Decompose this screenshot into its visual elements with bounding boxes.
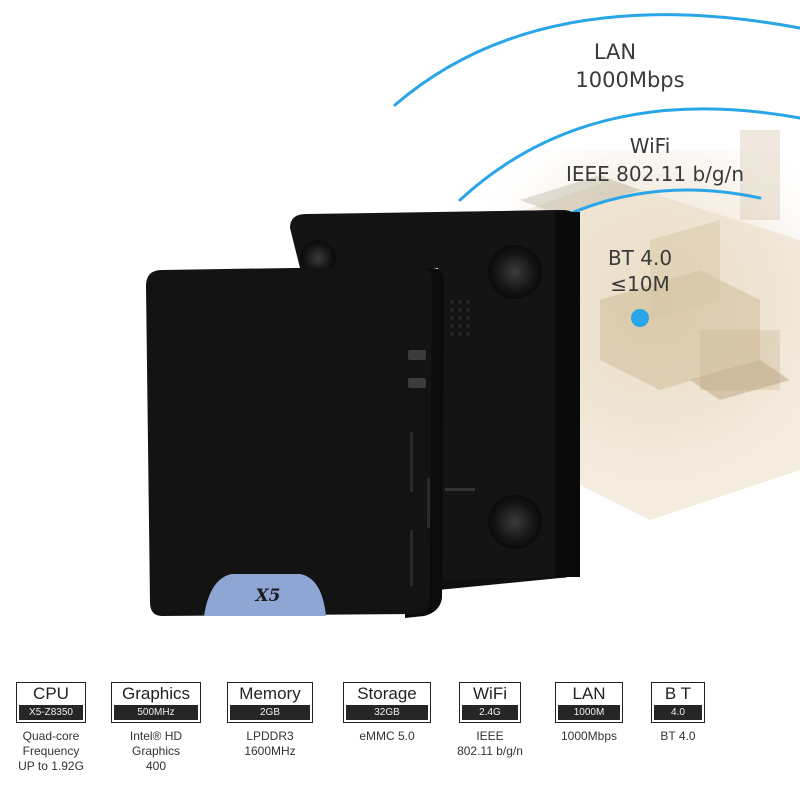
wifi-callout-standard: IEEE 802.11 b/g/n <box>565 162 745 186</box>
spec-description-line: eMMC 5.0 <box>359 729 415 743</box>
spec-box: WiFi 2.4G <box>459 682 521 723</box>
spec-value: 2.4G <box>462 705 518 720</box>
rubber-foot <box>488 245 542 299</box>
sd-card-slot <box>410 432 413 492</box>
bt-callout-range: ≤10M <box>610 272 670 296</box>
wave-outer <box>393 13 800 107</box>
spec-value: X5-Z8350 <box>19 705 83 720</box>
port-slot <box>427 478 430 528</box>
spec-box: B T 4.0 <box>651 682 705 723</box>
spec-item: B T 4.0 BT 4.0 <box>646 682 710 744</box>
spec-description-line: 802.11 b/g/n <box>457 744 523 758</box>
spec-title: LAN <box>572 684 606 703</box>
spec-value: 32GB <box>346 705 428 720</box>
spec-box: CPU X5-Z8350 <box>16 682 86 723</box>
lan-callout-title: LAN <box>593 40 637 64</box>
spec-item: Storage 32GB eMMC 5.0 <box>338 682 436 744</box>
spec-value: 2GB <box>230 705 310 720</box>
spec-title: Memory <box>239 684 301 703</box>
lan-callout-speed: 1000Mbps <box>575 68 685 92</box>
spec-description-line: BT 4.0 <box>660 729 696 743</box>
device-front-view <box>146 266 444 618</box>
wave-middle <box>458 107 800 202</box>
rubber-foot <box>488 495 542 549</box>
spec-description-line: Intel® HD <box>129 729 183 743</box>
spec-description-line: UP to 1.92G <box>18 759 84 773</box>
spec-value: 4.0 <box>654 705 702 720</box>
spec-box: Memory 2GB <box>227 682 313 723</box>
spec-box: LAN 1000M <box>555 682 623 723</box>
spec-value: 500MHz <box>114 705 198 720</box>
spec-description: 1000Mbps <box>550 729 628 744</box>
spec-description-line: 1000Mbps <box>560 729 618 743</box>
usb-port <box>408 350 426 388</box>
spec-box: Storage 32GB <box>343 682 431 723</box>
vent-grille <box>450 300 470 336</box>
spec-description-line: IEEE <box>476 729 504 743</box>
spec-title: CPU <box>33 684 69 703</box>
spec-description-line: Frequency <box>22 744 80 758</box>
device-model-label: X5 <box>255 586 281 606</box>
spec-description-line: LPDDR3 <box>246 729 294 743</box>
spec-description: eMMC 5.0 <box>338 729 436 744</box>
logo-badge <box>204 574 326 616</box>
spec-description-line: Graphics <box>131 744 181 758</box>
wifi-callout-title: WiFi <box>629 134 671 158</box>
spec-item: LAN 1000M 1000Mbps <box>550 682 628 744</box>
spec-description-line: Quad-core <box>22 729 80 743</box>
spec-value: 1000M <box>558 705 620 720</box>
port-slot <box>410 530 413 586</box>
spec-title: B T <box>664 684 692 703</box>
spec-title: WiFi <box>473 684 507 703</box>
spec-title: Storage <box>357 684 417 703</box>
spec-description: BT 4.0 <box>646 729 710 744</box>
bt-callout-title: BT 4.0 <box>607 246 673 270</box>
spec-description-line: 1600MHz <box>244 744 296 758</box>
spec-description-line: 400 <box>145 759 167 773</box>
rubber-foot <box>300 240 336 276</box>
spec-title: Graphics <box>121 684 191 703</box>
spec-box: Graphics 500MHz <box>111 682 201 723</box>
signal-source-dot <box>631 309 649 327</box>
